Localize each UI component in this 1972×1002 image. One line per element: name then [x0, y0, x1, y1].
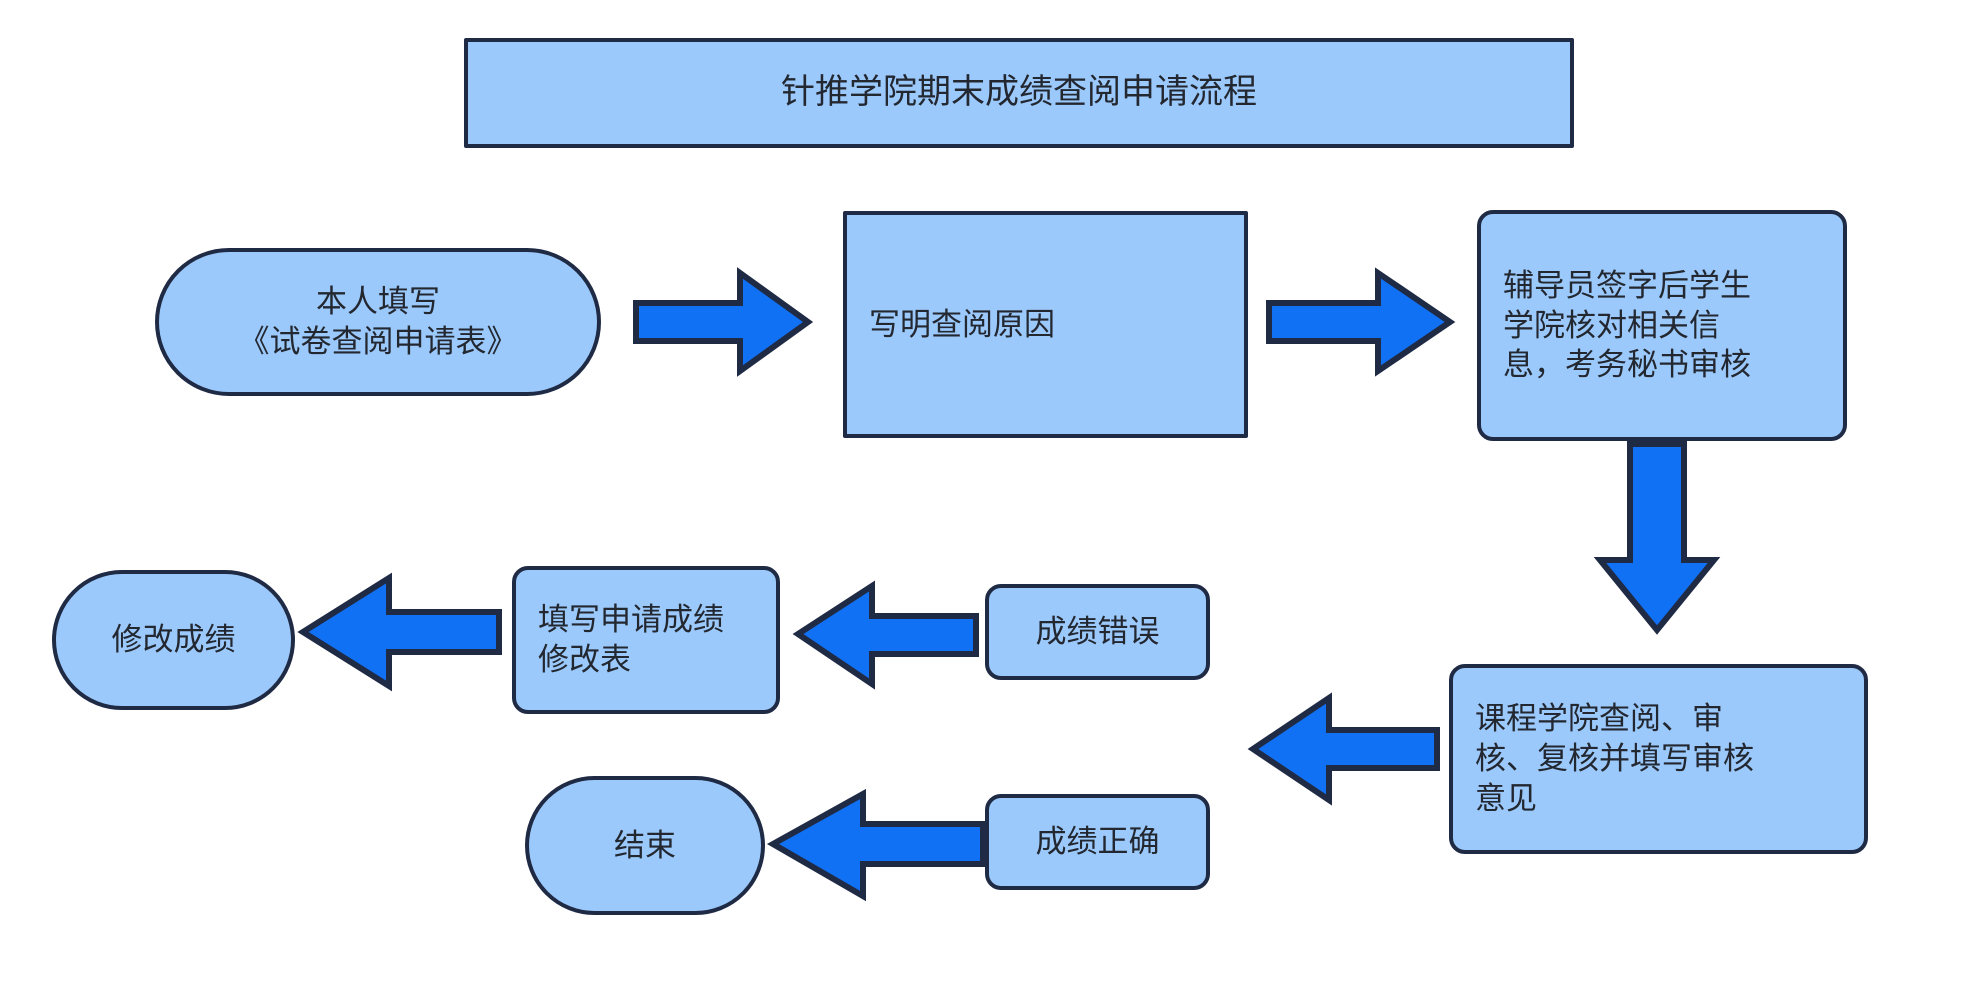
- flowchart-title-box: 针推学院期末成绩查阅申请流程: [464, 38, 1574, 148]
- arrow-wrong-to-formfill: [790, 580, 980, 690]
- node-counselor-signature-review-label: 辅导员签字后学生 学院核对相关信 息，考务秘书审核: [1503, 267, 1751, 383]
- node-score-incorrect-label: 成绩错误: [1035, 614, 1160, 650]
- node-score-correct[interactable]: 成绩正确: [985, 794, 1210, 890]
- node-score-incorrect[interactable]: 成绩错误: [985, 584, 1210, 680]
- arrow-correct-to-end: [765, 788, 987, 902]
- arrow-review-to-wrong: [1245, 690, 1441, 808]
- node-write-reason-label: 写明查阅原因: [869, 306, 1055, 342]
- node-course-college-review-label: 课程学院查阅、审 核、复核并填写审核 意见: [1475, 701, 1754, 816]
- node-modify-score-label: 修改成绩: [111, 622, 236, 658]
- arrow-start-to-reason: [632, 265, 814, 380]
- node-end-label: 结束: [614, 827, 676, 863]
- node-modify-score[interactable]: 修改成绩: [52, 570, 295, 710]
- node-end[interactable]: 结束: [525, 776, 765, 915]
- node-fill-score-change-form-label: 填写申请成绩 修改表: [538, 602, 724, 677]
- flowchart-title-text: 针推学院期末成绩查阅申请流程: [781, 73, 1257, 112]
- arrow-reason-to-counselor: [1265, 265, 1456, 380]
- node-score-correct-label: 成绩正确: [1035, 824, 1160, 860]
- node-fill-score-change-form[interactable]: 填写申请成绩 修改表: [512, 566, 780, 714]
- node-start-application-form[interactable]: 本人填写 《试卷查阅申请表》: [155, 248, 601, 396]
- node-start-application-form-label: 本人填写 《试卷查阅申请表》: [238, 284, 518, 359]
- arrow-counselor-to-review: [1592, 440, 1722, 635]
- node-counselor-signature-review[interactable]: 辅导员签字后学生 学院核对相关信 息，考务秘书审核: [1477, 210, 1847, 441]
- arrow-formfill-to-modify: [295, 572, 503, 692]
- node-write-reason[interactable]: 写明查阅原因: [843, 211, 1248, 438]
- node-course-college-review[interactable]: 课程学院查阅、审 核、复核并填写审核 意见: [1449, 664, 1868, 854]
